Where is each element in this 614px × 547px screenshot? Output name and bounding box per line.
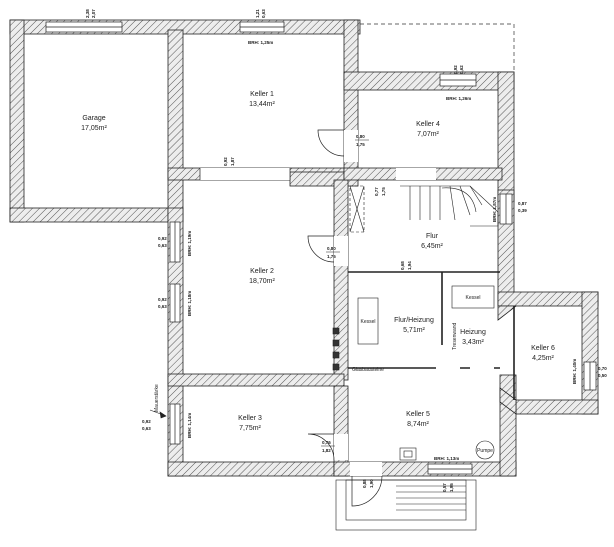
win-flur-w: 0,87 <box>518 201 527 206</box>
win-k4-brh: BRH: 1,26m <box>446 96 471 101</box>
kessel-b-label: Kessel <box>465 295 480 301</box>
glasbau-block-1 <box>332 327 340 335</box>
room-name-heizung: Heizung <box>460 329 486 336</box>
win-k3-brh: BRH: 1,14m <box>187 413 192 438</box>
door-stair-w: 0,57 <box>442 483 447 492</box>
door-k2-w: 0,80 <box>327 246 336 251</box>
pump <box>475 440 495 460</box>
sink <box>399 447 417 461</box>
mauer-label: Mauerstärke <box>154 384 160 412</box>
door-exit-w: 0,88 <box>362 479 367 488</box>
room-name-flurheiz: Flur/Heizung <box>394 317 434 324</box>
pump-label: Pumpe <box>477 448 493 454</box>
door-dimensions: 0,80 1,75 0,92 1,87 0,77 1,75 0,80 1,75 … <box>223 134 454 492</box>
win-k6-w: 0,70 <box>598 366 607 371</box>
kessel-a <box>357 297 379 345</box>
room-area-flurheiz: 5,71m² <box>403 327 425 334</box>
fixtures: Kessel Kessel Tresenwand Glasbausteine P… <box>149 285 495 461</box>
room-name-garage: Garage <box>82 115 105 122</box>
win-k2b-brh: BRH: 1,18m <box>187 291 192 316</box>
win-k1-h: 0,63 <box>261 9 266 18</box>
door-k3-h: 1,82 <box>322 448 331 453</box>
door-exit-h: 1,90 <box>369 479 374 488</box>
win-k6-h: 0,50 <box>598 373 607 378</box>
room-labels: Garage 17,05m² Keller 1 13,44m² Keller 4… <box>81 91 555 432</box>
door-k1k2-h: 1,87 <box>230 157 235 166</box>
room-area-heizung: 3,43m² <box>462 339 484 346</box>
kessel-b <box>451 285 495 309</box>
win-k2b-w: 0,92 <box>158 297 167 302</box>
door-flurb-h: 1,94 <box>407 261 412 270</box>
win-garage-w: 2,38 <box>85 9 90 18</box>
room-area-keller2: 18,70m² <box>249 278 275 285</box>
win-k6-brh: BRH: 1,40m <box>572 359 577 384</box>
win-k3-w: 0,92 <box>142 419 151 424</box>
win-flur-h: 0,39 <box>518 208 527 213</box>
glasbau-block-2 <box>332 339 340 347</box>
room-name-keller3: Keller 3 <box>238 415 262 422</box>
room-area-keller5: 8,74m² <box>407 421 429 428</box>
win-k1-w: 1,21 <box>255 9 260 18</box>
door-k1k2-w: 0,92 <box>223 157 228 166</box>
glasbau-block-4 <box>332 363 340 371</box>
stairs <box>335 185 499 531</box>
room-area-keller1: 13,44m² <box>249 101 275 108</box>
win-k2a-h: 0,63 <box>158 243 167 248</box>
terrace-outline <box>360 23 515 72</box>
glasbau-block-3 <box>332 351 340 359</box>
walls <box>9 19 599 477</box>
room-name-flur: Flur <box>426 233 439 240</box>
win-k3-h: 0,63 <box>142 426 151 431</box>
door-flurb-w: 0,68 <box>400 261 405 270</box>
win-k2a-brh: BRH: 1,19m <box>187 231 192 256</box>
win-garage-h: 2,07 <box>91 9 96 18</box>
door-stair-h: 1,95 <box>449 483 454 492</box>
room-area-keller4: 7,07m² <box>417 131 439 138</box>
door-k2-h: 1,75 <box>327 254 336 259</box>
tresse-label: Tresenwand <box>452 322 458 350</box>
kessel-a-label: Kessel <box>360 319 375 325</box>
door-flura-h: 1,75 <box>381 187 386 196</box>
room-area-keller3: 7,75m² <box>239 425 261 432</box>
doors <box>199 129 494 507</box>
room-name-keller5: Keller 5 <box>406 411 430 418</box>
room-name-keller4: Keller 4 <box>416 121 440 128</box>
win-k5-brh: BRH: 1,13m <box>434 456 459 461</box>
win-k2b-h: 0,63 <box>158 304 167 309</box>
room-area-flur: 6,45m² <box>421 243 443 250</box>
win-flur-brh: BRH: 1,87m <box>492 197 497 222</box>
room-area-keller6: 4,25m² <box>532 355 554 362</box>
win-k1-brh: BRH: 1,25m <box>248 40 273 45</box>
door-k3-w: 0,76 <box>322 440 331 445</box>
door-flura-w: 0,77 <box>374 187 379 196</box>
room-name-keller2: Keller 2 <box>250 268 274 275</box>
door-k1-h: 1,75 <box>356 142 365 147</box>
windows <box>45 21 597 475</box>
room-name-keller1: Keller 1 <box>250 91 274 98</box>
win-k4-h: 0,62 <box>459 65 464 74</box>
window-dimensions: 2,38 2,07 1,21 0,63 BRH: 1,25m 0,92 0,62… <box>85 9 607 461</box>
room-name-keller6: Keller 6 <box>531 345 555 352</box>
door-k1-w: 0,80 <box>356 134 365 139</box>
room-area-garage: 17,05m² <box>81 125 107 132</box>
glasbau-label: Glasbausteine <box>352 367 384 373</box>
win-k4-w: 0,92 <box>453 65 458 74</box>
win-k2a-w: 0,92 <box>158 236 167 241</box>
